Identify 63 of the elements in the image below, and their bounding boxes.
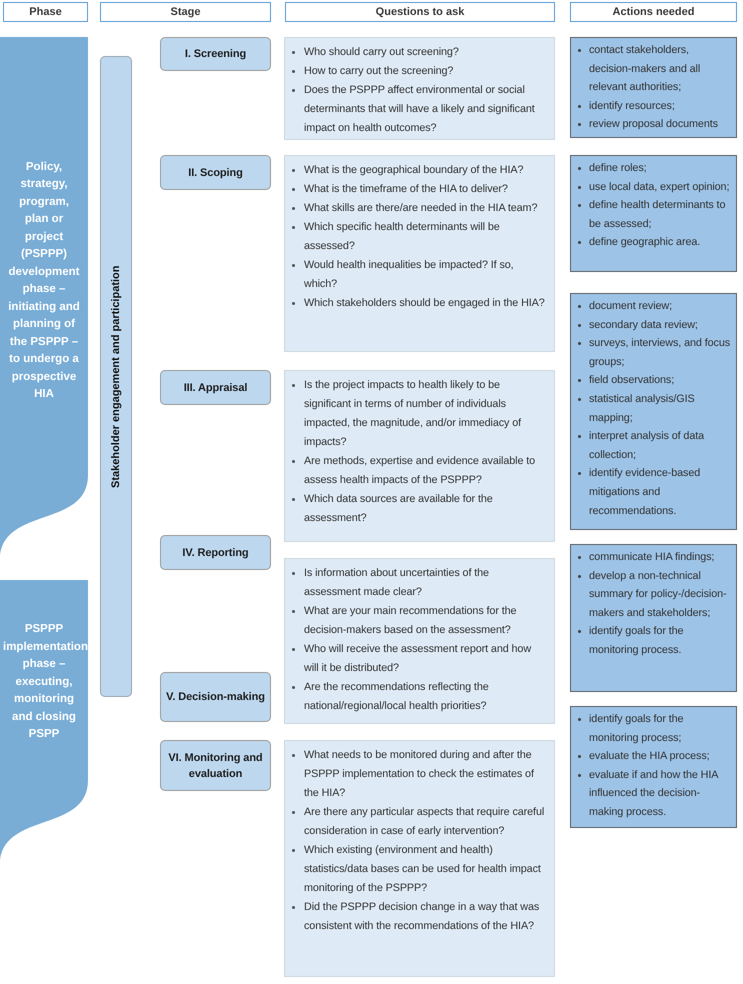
question-text: Is information about uncertainties of the assessment made clear? xyxy=(304,566,490,600)
question-text: Would health inequalities be impacted? If so, which? xyxy=(304,258,515,292)
action-box xyxy=(570,37,737,138)
action-text: statistical analysis/GIS mapping; xyxy=(589,392,696,426)
action-box xyxy=(570,544,737,692)
action-text: evaluate the HIA process; xyxy=(589,749,711,764)
question-text: What is the geographical boundary of the HIA? xyxy=(304,163,524,178)
action-text: evaluate if and how the HIA influenced the decision-making process. xyxy=(589,768,720,820)
action-text: document review; xyxy=(589,299,674,314)
question-box xyxy=(284,155,555,352)
action-box xyxy=(570,293,737,530)
question-text: Who should carry out screening? xyxy=(304,45,460,60)
action-text: identify resources; xyxy=(589,98,676,114)
phase-band: PSPPP implementation phase – executing, monitoring and closing PSPP xyxy=(0,580,88,860)
question-text: Is the project impacts to health likely to be significant in terms of number of individuals impacted, the magnitude, and/or immediacy of impacts? xyxy=(304,378,522,450)
question-text: Are the recommendations reflecting the national/regional/local health priorities? xyxy=(304,680,490,714)
question-text: Did the PSPPP decision change in a way that was consistent with the recommendations of the HIA? xyxy=(304,900,540,934)
question-text: How to carry out the screening? xyxy=(304,64,454,79)
action-text: secondary data review; xyxy=(589,318,699,333)
question-box xyxy=(284,740,555,977)
question-text: Who will receive the assessment report and how will it be distributed? xyxy=(304,642,532,676)
action-text: identify goals for the monitoring process; xyxy=(589,712,684,746)
question-text: Which data sources are available for the assessment? xyxy=(304,492,494,526)
phase-band: Policy, strategy, program, plan or project (PSPPP) development phase – initiating and planning of the PSPPP – to undergo a prospective HIA xyxy=(0,37,88,555)
question-text: Are there any particular aspects that require careful consideration in case of early intervention? xyxy=(304,805,546,839)
action-text: use local data, expert opinion; xyxy=(589,180,730,195)
question-box xyxy=(284,558,555,724)
action-text: review proposal documents xyxy=(589,117,719,132)
action-text: identify evidence-based mitigations and recommendations. xyxy=(589,466,702,519)
question-text: Which stakeholders should be engaged in the HIA? xyxy=(304,296,546,311)
engagement-bar: Stakeholder engagement and participation xyxy=(100,56,132,697)
question-text: Does the PSPPP affect environmental or social determinants that will have a likely and significant impact on health outcomes? xyxy=(304,83,536,136)
stage-box: VI. Monitoring and evaluation xyxy=(160,740,271,791)
action-text: communicate HIA findings; xyxy=(589,550,716,565)
stage-box: I. Screening xyxy=(160,37,271,71)
question-text: What skills are there/are needed in the HIA team? xyxy=(304,201,538,216)
question-text: Which existing (environment and health) statistics/data bases can be used for health impact monitoring of the PSPPP? xyxy=(304,843,542,896)
action-text: identify goals for the monitoring process. xyxy=(589,624,684,658)
action-text: interpret analysis of data collection; xyxy=(589,429,706,463)
action-text: define health determinants to be assessed; xyxy=(589,198,726,232)
action-text: surveys, interviews, and focus groups; xyxy=(589,336,732,370)
action-text: define roles; xyxy=(589,161,648,176)
stage-box: V. Decision-making xyxy=(160,672,271,722)
action-text: contact stakeholders, decision-makers and all relevant authorities; xyxy=(589,43,702,96)
stage-box: II. Scoping xyxy=(160,155,271,190)
question-text: What are your main recommendations for the decision-makers based on the assessment? xyxy=(304,604,518,638)
column-header: Questions to ask xyxy=(285,2,555,22)
question-text: Are methods, expertise and evidence available to assess health impacts of the PSPPP? xyxy=(304,454,536,488)
question-box xyxy=(284,370,555,542)
stage-box: III. Appraisal xyxy=(160,370,271,405)
action-text: field observations; xyxy=(589,373,676,388)
question-text: What is the timeframe of the HIA to deliver? xyxy=(304,182,509,197)
question-text: Which specific health determinants will be assessed? xyxy=(304,220,501,254)
stage-box: IV. Reporting xyxy=(160,535,271,570)
question-text: What needs to be monitored during and after the PSPPP implementation to check the estimates of the HIA? xyxy=(304,748,535,801)
action-box xyxy=(570,706,737,828)
action-text: define geographic area. xyxy=(589,235,702,250)
column-header: Phase xyxy=(3,2,88,22)
column-header: Stage xyxy=(100,2,271,22)
column-header: Actions needed xyxy=(570,2,737,22)
action-box xyxy=(570,155,737,272)
question-box xyxy=(284,37,555,140)
action-text: develop a non-technical summary for policy-/decision-makers and stakeholders; xyxy=(589,568,728,621)
